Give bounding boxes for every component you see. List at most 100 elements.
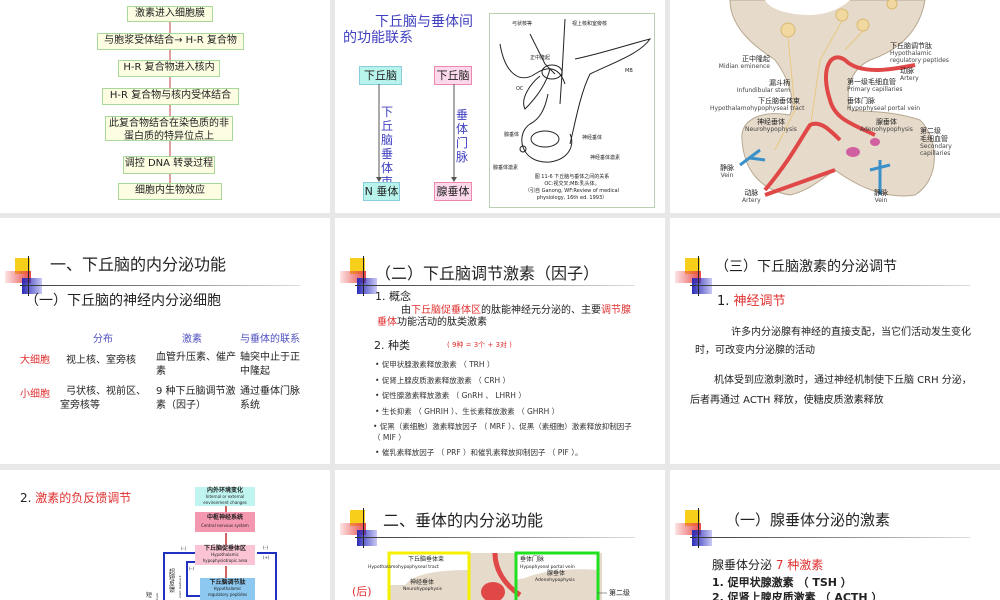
box-en: Hypothalamic bbox=[213, 586, 242, 591]
bullet-text: 促黑（素细胞）激素释放因子 （ MRF ）、促黑（素细胞）激素释放抑制因子 （ … bbox=[373, 422, 632, 442]
bullet-item: • 催乳素释放因子 （ PRF ）和催乳素释放抑制因子 （ PIF ）。 bbox=[375, 448, 583, 457]
flow-step: 细胞内生物效应 bbox=[118, 183, 222, 200]
sign-label: (+) bbox=[263, 555, 270, 560]
bullet-item: • 促黑（素细胞）激素释放因子 （ MRF ）、促黑（素细胞）激素释放抑制因子 … bbox=[373, 422, 632, 442]
label-en: Hypothalamohypophyseal tract bbox=[710, 105, 805, 112]
label-en: Infundibular stem bbox=[736, 87, 790, 94]
label-cn: 神经垂体 bbox=[756, 118, 785, 126]
highlight: 下丘脑促垂体区 bbox=[411, 305, 481, 316]
figure-caption: 图 11-6 下丘脑与垂体之间的关系 OC:视交叉;MB:乳头体。 （引自 Ga… bbox=[525, 174, 619, 202]
feedback-en: back bbox=[155, 592, 159, 600]
section-heading: 2. 激素的负反馈调节 bbox=[20, 489, 131, 506]
text: 的肽能神经元分泌的、主要 bbox=[481, 305, 601, 316]
text: 功能活动的肽类激素 bbox=[397, 317, 487, 328]
label-en: Adenohypophysis bbox=[860, 126, 913, 133]
pituitary-anatomy-illustration bbox=[729, 0, 935, 197]
title-decoration bbox=[675, 508, 715, 548]
slide-thumbnail-9[interactable]: （一）腺垂体分泌的激素 腺垂体分泌 7 种激素 1. 促甲状腺激素 （ TSH … bbox=[670, 470, 1000, 600]
heading-number: 1. bbox=[717, 294, 734, 309]
tract-label: 下丘脑垂体束 bbox=[381, 105, 394, 189]
flow-step: 与胞浆受体结合→ H-R 复合物 bbox=[97, 33, 244, 50]
concept-text: 由下丘脑促垂体区的肽能神经元分泌的、主要调节腺垂体功能活动的肽类激素 bbox=[377, 305, 639, 329]
intro-text: 腺垂体分泌 bbox=[712, 558, 776, 572]
slide-thumbnail-2[interactable]: 下丘脑与垂体间的功能联系 下丘脑 下丘脑 下丘脑垂体束 垂体门脉 N 垂体 腺垂… bbox=[335, 0, 665, 213]
label-cn: 漏斗柄 bbox=[769, 79, 790, 87]
label-adeno: 腺垂体 bbox=[504, 132, 520, 138]
label-cn: 第一级毛细血管 bbox=[847, 78, 896, 86]
portal-label: 垂体门脉 bbox=[456, 108, 469, 164]
paragraph: 许多内分泌腺有神经的直接支配，当它们活动发生变化时，可改变内分泌腺的活动 bbox=[695, 327, 971, 356]
title-decoration bbox=[340, 508, 380, 548]
table-cell: 小细胞 bbox=[20, 389, 50, 400]
box-en: hypophysiotropic area bbox=[202, 558, 248, 563]
label-cn: 正中隆起 bbox=[742, 55, 770, 63]
label-en: Artery bbox=[742, 197, 761, 204]
intro-line: 腺垂体分泌 7 种激素 bbox=[712, 556, 823, 573]
bullet-item: • 促肾上腺皮质激素释放激素 （ CRH ） bbox=[375, 376, 511, 385]
table-cell: 弓状核、视前区、室旁核等 bbox=[60, 386, 146, 411]
flow-step: 激素进入细胞膜 bbox=[127, 6, 213, 22]
label-cn: 静脉 bbox=[720, 164, 734, 172]
table-header: 激素 bbox=[182, 334, 202, 345]
short-feedback-label: 短 bbox=[146, 592, 153, 599]
slide-thumbnail-6[interactable]: （三）下丘脑激素的分泌调节 1. 神经调节 许多内分泌腺有神经的直接支配，当它们… bbox=[670, 218, 1000, 464]
label-tract-cn: 下丘脑垂体束 bbox=[408, 556, 445, 563]
slide-title: （一）腺垂体分泌的激素 bbox=[725, 511, 891, 529]
slide-title: 下丘脑与垂体间的功能联系 bbox=[343, 14, 473, 46]
slide-thumbnail-5[interactable]: （二）下丘脑调节激素（因子） 1. 概念 由下丘脑促垂体区的肽能神经元分泌的、主… bbox=[335, 218, 665, 464]
hypothalamus-box-left: 下丘脑 bbox=[359, 66, 402, 85]
kinds-heading: 2. 种类 bbox=[374, 339, 410, 352]
caption-line: physiology, 16th ed. 1993） bbox=[536, 195, 608, 201]
label-cn: 第二级 bbox=[920, 127, 941, 135]
slide-thumbnail-8[interactable]: 二、垂体的内分泌功能 下丘脑垂体束 Hypothalamohypophyseal… bbox=[335, 470, 665, 600]
intro-highlight: 7 种激素 bbox=[775, 558, 824, 572]
label-adeno-cn: 腺垂体 bbox=[547, 570, 566, 577]
label-cn: 下丘脑垂体束 bbox=[758, 97, 800, 105]
flow-step: 此复合物结合在染色质的非蛋白质的特异位点上 bbox=[105, 116, 233, 142]
table-cell: 大细胞 bbox=[20, 355, 50, 366]
sign-label: (–) bbox=[189, 566, 195, 571]
label-mb: MB bbox=[625, 68, 633, 74]
slide-title: （二）下丘脑调节激素（因子） bbox=[375, 264, 600, 283]
caption-line: （引自 Ganong, WF:Review of medical bbox=[525, 188, 619, 194]
slide-thumbnail-1[interactable]: 激素进入细胞膜 与胞浆受体结合→ H-R 复合物 H-R 复合物进入核内 H-R… bbox=[0, 0, 330, 213]
slide-subtitle: （一）下丘脑的神经内分泌细胞 bbox=[25, 293, 221, 309]
label-neuro-en: Neurohypophysis bbox=[403, 587, 442, 592]
label-secondary: 第二级 bbox=[609, 589, 630, 597]
caption-line: 图 11-6 下丘脑与垂体之间的关系 bbox=[534, 174, 610, 180]
title-divider bbox=[355, 537, 635, 538]
concept-heading: 1. 概念 bbox=[375, 290, 411, 303]
label-en: Vein bbox=[874, 197, 888, 204]
title-decoration bbox=[340, 256, 380, 296]
bullet-item: • 促性腺激素释放激素 （ GnRH 、 LHRH ） bbox=[375, 391, 526, 400]
label-supraoptic: 视上核和室旁核 bbox=[572, 21, 608, 27]
flow-step: H-R 复合物与核内受体结合 bbox=[102, 88, 239, 105]
table-cell: 血管升压素、催产素 bbox=[156, 352, 236, 377]
table-header: 分布 bbox=[93, 334, 113, 345]
kinds-note: ( 9种 = 3个 + 3对 ) bbox=[447, 341, 512, 349]
highlight: 调节腺垂体 bbox=[377, 305, 631, 328]
label-en: Hypothalamic bbox=[890, 50, 932, 57]
heading-text: 激素的负反馈调节 bbox=[35, 491, 132, 505]
label-en: Neurohypophysis bbox=[745, 126, 797, 133]
box-en: regulatory peptides bbox=[207, 592, 248, 597]
box-cn: 中枢神经系统 bbox=[206, 514, 243, 521]
label-portal-en: Hypophyseal portal vein bbox=[520, 565, 575, 570]
pituitary-illustration bbox=[387, 551, 607, 600]
box-en: environment changes bbox=[203, 500, 247, 505]
hormone-item: 2. 促肾上腺皮质激素 （ ACTH ） bbox=[712, 591, 883, 600]
slide-thumbnail-4[interactable]: 一、下丘脑的内分泌功能 （一）下丘脑的神经内分泌细胞 分布 激素 与垂体的联系 … bbox=[0, 218, 330, 464]
slide-title: 一、下丘脑的内分泌功能 bbox=[50, 255, 227, 274]
label-adeno-hormone: 腺垂体激素 bbox=[493, 165, 519, 171]
posterior-label: (后) bbox=[352, 585, 372, 598]
